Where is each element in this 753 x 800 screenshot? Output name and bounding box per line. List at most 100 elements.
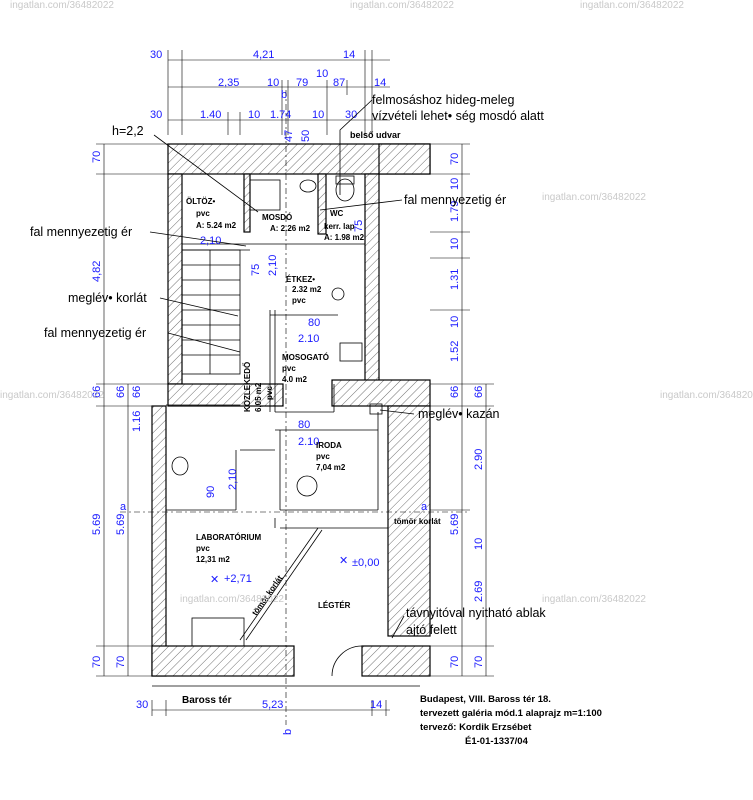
ceiling-height-label: h=2,2 (112, 124, 144, 138)
room-oltozo-mat: pvc (196, 209, 210, 218)
dim-left-70: 70 (91, 151, 103, 163)
room-kozlekedo-area: 6,05 m2 (254, 382, 263, 412)
dim-top-87: 87 (333, 77, 345, 89)
note-tap-line2: vízvételi lehet• ség mosdó alatt (372, 109, 544, 123)
dim-top-30b: 30 (150, 109, 162, 121)
note-railing: meglév• korlát (68, 291, 147, 305)
dim-inner-80b: 80 (298, 419, 310, 431)
room-iroda-mat: pvc (316, 452, 330, 461)
room-wc-name: WC (330, 209, 344, 218)
dim-inner-210d: 2.10 (298, 436, 319, 448)
room-iroda-area: 7,04 m2 (316, 463, 346, 472)
dim-inner-75b: 75 (353, 220, 365, 232)
level-marker-upper: ✕ (210, 574, 219, 586)
watermark-center-bottom: ingatlan.com/36482022 (180, 594, 284, 605)
watermark-right-bottom: ingatlan.com/36482022 (542, 594, 646, 605)
watermark-left: ingatlan.com/36482022 (0, 390, 104, 401)
note-window-line2: ajtó felett (406, 623, 457, 637)
note-wall-left2: fal mennyezetig ér (44, 326, 146, 340)
dim-right-10a: 10 (449, 178, 461, 190)
title-line4: É1-01-1337/04 (465, 736, 529, 747)
dim-right-out-66: 66 (473, 386, 485, 398)
dim-top-30: 30 (150, 49, 162, 61)
section-mark-right: a (421, 501, 428, 513)
dim-right-70b: 70 (449, 656, 461, 668)
dim-left-in-66b: 66 (131, 386, 143, 398)
dim-left-in-70: 70 (115, 656, 127, 668)
room-labor-name: LABORATÓRIUM (196, 533, 262, 542)
dim-inner-75a: 75 (250, 264, 262, 276)
section-mark-bottom: b (282, 729, 294, 735)
room-kozlekedo-name: KÖZLEKEDŐ (243, 362, 252, 412)
dim-left-in-116: 1.16 (131, 411, 143, 432)
dim-left-70b: 70 (91, 656, 103, 668)
room-wc-area: A: 1.98 m2 (324, 233, 365, 242)
level-ground-value: ±0,00 (352, 557, 379, 569)
title-line3: tervező: Kordik Erzsébet (420, 722, 532, 733)
note-wall-left1: fal mennyezetig ér (30, 225, 132, 239)
watermark-top-right: ingatlan.com/36482022 (580, 0, 684, 11)
level-markers: ✕ +2,71 ✕ ±0,00 (210, 555, 379, 586)
dim-right-10c: 10 (449, 316, 461, 328)
room-labor-area: 12,31 m2 (196, 555, 230, 564)
dim-inner-80a: 80 (308, 317, 320, 329)
room-kozlekedo-mat: pvc (265, 386, 274, 400)
dim-top-79: 79 (296, 77, 308, 89)
dim-top-30c: 30 (345, 109, 357, 121)
dim-left-in-66: 66 (115, 386, 127, 398)
dim-inner-210b: 2,10 (267, 255, 279, 276)
dim-right-290: 2.90 (473, 449, 485, 470)
dim-top-14: 14 (343, 49, 355, 61)
room-oltozo-name: ÖLTÖZ• (186, 197, 216, 206)
room-mosdo-area: A: 2.26 m2 (270, 224, 311, 233)
room-etkezo-area: 2.32 m2 (292, 285, 322, 294)
title-line2: tervezett galéria mód.1 alaprajz m=1:100 (420, 708, 602, 719)
note-yard: belső udvar (350, 130, 401, 140)
room-labor-mat: pvc (196, 544, 210, 553)
section-mark-left: a (120, 501, 127, 513)
dim-inner-210e: 2,10 (227, 469, 239, 490)
dim-left-569: 5.69 (91, 514, 103, 535)
note-boiler: meglév• kazán (418, 407, 500, 421)
room-wc-mat: kerr. lap (324, 222, 355, 231)
title-block: Budapest, VIII. Baross tér 18. tervezett… (420, 694, 602, 747)
dim-top-10c: 10 (248, 109, 260, 121)
dim-left-66: 66 (91, 386, 103, 398)
watermark-right-edge: ingatlan.com/36482022 (660, 390, 753, 401)
level-upper-value: +2,71 (224, 573, 252, 585)
dim-right-70: 70 (449, 153, 461, 165)
partitions (166, 175, 388, 677)
top-dimension-chains: 30 4,21 14 10 2,35 10 79 87 14 30 1.40 1… (150, 49, 390, 142)
dim-door-50: 50 (300, 130, 312, 142)
room-legter-name: LÉGTÉR (318, 601, 351, 610)
level-marker-ground: ✕ (339, 555, 348, 567)
room-oltozo-area: A: 5.24 m2 (196, 221, 237, 230)
dim-right-569: 5.69 (449, 514, 461, 535)
dim-top-235: 2,35 (218, 77, 239, 89)
dim-left-482: 4,82 (91, 261, 103, 282)
watermark-right-top: ingatlan.com/36482022 (542, 192, 646, 203)
dim-top-140: 1.40 (200, 109, 221, 121)
bottom-dimension-chain: 30 5,23 14 b (136, 685, 420, 735)
dim-top-10: 10 (267, 77, 279, 89)
dim-right-66: 66 (449, 386, 461, 398)
note-tap-line1: felmosáshoz hideg-meleg (372, 93, 514, 107)
dim-right-269: 2.69 (473, 581, 485, 602)
room-mosdo-name: MOSDÓ (262, 213, 292, 222)
dim-inner-210c: 2.10 (298, 333, 319, 345)
dim-bottom-523: 5,23 (262, 699, 283, 711)
room-mosogato-name: MOSOGATÓ (282, 353, 329, 362)
watermark-top-left: ingatlan.com/36482022 (10, 0, 114, 11)
dim-top-10b: 10 (316, 68, 328, 80)
note-wall-right: fal mennyezetig ér (404, 193, 506, 207)
dim-door-47: 47 (283, 130, 295, 142)
dim-top-10d: 10 (312, 109, 324, 121)
left-dimension-chains: 70 4,82 66 5.69 70 66 1.16 5.69 70 66 a (91, 143, 168, 677)
dim-right-out-70: 70 (473, 656, 485, 668)
note-solid-rail: tömör korlát (394, 517, 441, 526)
room-etkezo-mat: pvc (292, 296, 306, 305)
room-etkezo-name: ÉTKEZ• (286, 275, 315, 284)
dim-right-179: 1.79 (449, 201, 461, 222)
room-labels: ÖLTÖZ• pvc A: 5.24 m2 MOSDÓ A: 2.26 m2 W… (186, 197, 365, 610)
